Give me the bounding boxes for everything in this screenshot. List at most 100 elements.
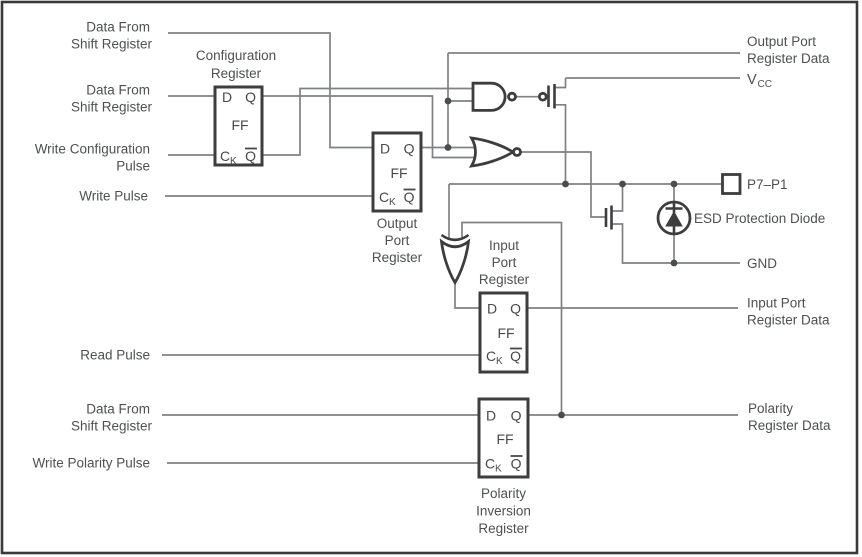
wire-pmos-source [554, 78, 567, 89]
pin-ck-sub: K [389, 197, 396, 208]
label-output-port-register-data-l2: Register Data [747, 51, 830, 66]
pin-qbar: Q [510, 348, 521, 364]
pin-q: Q [404, 141, 415, 157]
nand-body [471, 81, 507, 112]
xor-gate [439, 233, 471, 286]
junction-dot [444, 97, 452, 105]
xor-input-curve [440, 233, 470, 242]
pin-d: D [380, 141, 390, 157]
pin-ff: FF [231, 117, 248, 133]
caption-line2: Register [211, 66, 262, 81]
left-labels: Data From Shift Register Data From Shift… [32, 20, 152, 471]
pin-ck-sub: K [230, 156, 237, 167]
junction-dot [670, 180, 678, 188]
caption-line1: Configuration [196, 48, 276, 63]
pin-qbar: Q [511, 456, 522, 472]
label-write-configuration-pulse: Write Configuration [35, 142, 150, 157]
pin-ff: FF [497, 325, 514, 341]
ff-box [477, 397, 530, 479]
pin-q: Q [511, 408, 522, 424]
pin-ff: FF [496, 431, 513, 447]
nmos-transistor [604, 205, 613, 230]
label-esd-protection-diode: ESD Protection Diode [694, 211, 825, 226]
wire-pmos-drain [554, 103, 567, 184]
polarity-inversion-register-ff: D Q FF C K Q Polarity Inversion Register [476, 397, 531, 536]
pin-ck: C [486, 348, 496, 364]
label-data-from-shift-register-3-l2: Shift Register [71, 419, 153, 434]
nand-gate [471, 81, 517, 112]
label-polarity-register-data: Polarity [748, 401, 793, 416]
caption-line3: Register [372, 250, 423, 265]
pin-q: Q [245, 89, 256, 105]
caption-line2: Port [492, 255, 517, 270]
label-vcc-sub: CC [758, 79, 772, 90]
caption-line3: Register [479, 272, 530, 287]
caption-line3: Register [478, 521, 529, 536]
wire-config-qbar-to-nand [262, 87, 473, 156]
pin-q: Q [510, 301, 521, 317]
junction-dot [444, 144, 452, 151]
ff-box [371, 131, 423, 213]
label-write-configuration-pulse-l2: Pulse [116, 159, 150, 174]
label-port-pins: P7–P1 [747, 177, 788, 192]
pin-d: D [222, 89, 232, 105]
label-input-port-register-data-l2: Register Data [747, 313, 830, 328]
label-data-from-shift-register-2-l2: Shift Register [71, 100, 153, 115]
junction-dot [558, 411, 565, 419]
pin-ff: FF [390, 165, 407, 181]
label-write-polarity-pulse: Write Polarity Pulse [32, 456, 150, 471]
port-pad [721, 173, 742, 195]
wire-nmos-drain [611, 184, 624, 212]
ff-box [478, 291, 529, 374]
pin-qbar: Q [245, 148, 256, 164]
nand-bubble [507, 91, 517, 102]
wires [162, 32, 740, 464]
label-data-from-shift-register-3: Data From [86, 402, 150, 417]
label-vcc: V [747, 72, 757, 88]
nor-body [468, 136, 516, 168]
nor-gate [468, 136, 522, 168]
junction-dots [444, 97, 678, 419]
caption-line2: Port [385, 233, 410, 248]
caption-line2: Inversion [476, 504, 531, 519]
ff-box [213, 85, 264, 167]
pin-ck: C [379, 189, 389, 205]
pin-qbar: Q [404, 189, 415, 205]
caption-line1: Input [489, 238, 519, 253]
pin-ck-sub: K [495, 464, 502, 475]
esd-diode [656, 200, 692, 236]
label-data-from-shift-register-1-l2: Shift Register [71, 37, 153, 52]
label-read-pulse: Read Pulse [80, 348, 150, 363]
wire-polarity-q-to-xor-right [461, 221, 563, 415]
pin-d: D [487, 301, 497, 317]
pin-ck-sub: K [496, 356, 503, 367]
junction-dot [619, 180, 626, 188]
wire-data-shift1-to-output-d [168, 32, 373, 149]
caption-line1: Output [377, 216, 418, 231]
caption-line1: Polarity [481, 486, 526, 501]
junction-dot [562, 180, 569, 188]
label-data-from-shift-register-2: Data From [86, 83, 150, 98]
xor-body [439, 238, 471, 286]
wire-nmos-source-gnd [611, 223, 740, 264]
wire-xor-out-to-input-d [454, 283, 480, 309]
right-labels: Output Port Register Data V CC P7–P1 ESD… [694, 34, 831, 433]
label-output-port-register-data: Output Port [747, 34, 816, 49]
label-input-port-register-data: Input Port [747, 296, 806, 311]
nor-bubble [512, 147, 522, 157]
diode-anode-triangle [665, 211, 683, 227]
label-write-pulse: Write Pulse [79, 189, 148, 204]
pin-ck: C [220, 148, 230, 164]
pin-d: D [486, 408, 496, 424]
label-data-from-shift-register-1: Data From [86, 20, 150, 35]
pin-ck: C [485, 456, 495, 472]
junction-dot [670, 259, 678, 267]
output-port-register-ff: D Q FF C K Q Output Port Register [371, 131, 423, 265]
pmos-transistor [537, 84, 556, 109]
pmos-gate-bubble [537, 91, 548, 102]
input-port-register-ff: D Q FF C K Q Input Port Register [478, 238, 530, 374]
label-gnd: GND [747, 256, 777, 271]
